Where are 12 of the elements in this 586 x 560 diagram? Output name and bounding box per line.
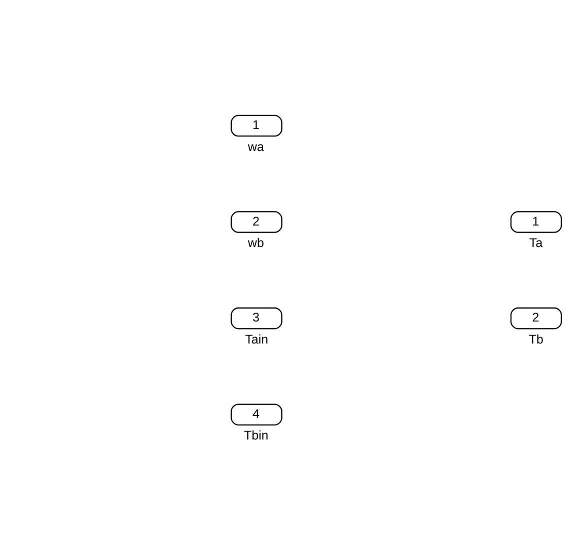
node-box: 1	[230, 114, 282, 136]
node-box: 2	[230, 210, 282, 232]
node-box: 1	[510, 210, 562, 232]
node-box: 4	[230, 403, 282, 425]
node-label: wb	[248, 236, 264, 250]
node-label: Tbin	[244, 428, 268, 442]
node-box: 2	[510, 306, 562, 329]
node-label: wa	[248, 139, 264, 154]
node-label: Ta	[529, 236, 543, 250]
node-box: 3	[230, 306, 282, 329]
node-label: Tb	[528, 332, 544, 346]
node-label: Tain	[245, 332, 268, 346]
